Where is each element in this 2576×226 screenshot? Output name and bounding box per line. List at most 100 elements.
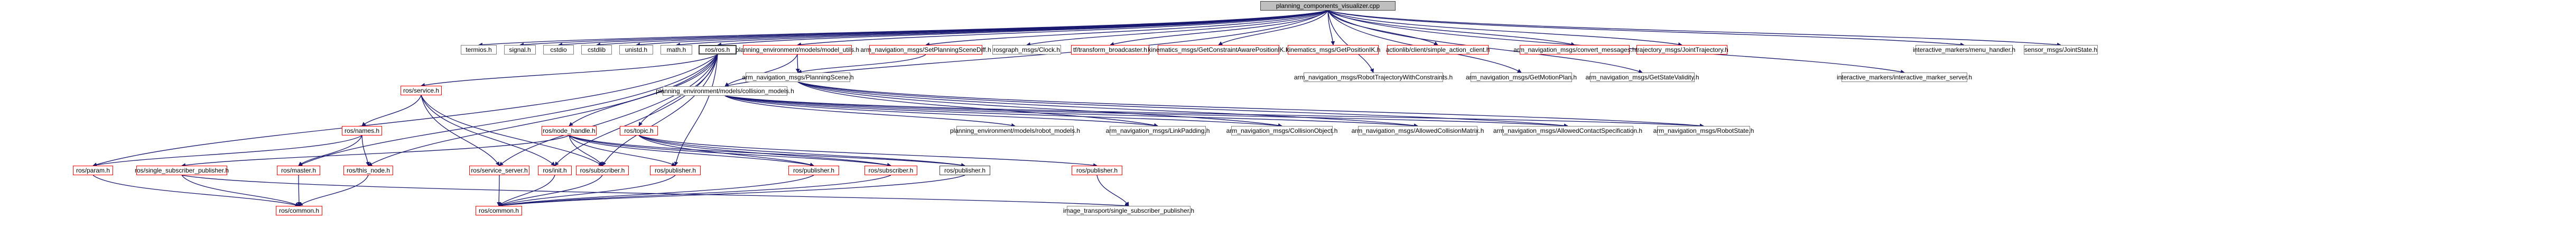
graph-node[interactable]: ros/names.h: [342, 126, 382, 135]
graph-edge: [498, 175, 965, 208]
graph-node[interactable]: interactive_markers/interactive_marker_s…: [1836, 73, 1973, 82]
graph-node[interactable]: arm_navigation_msgs/GetStateValidity.h: [1585, 73, 1699, 82]
graph-node[interactable]: arm_navigation_msgs/AllowedContactSpecif…: [1493, 126, 1643, 135]
graph-edge: [724, 95, 1418, 128]
graph-edge: [797, 82, 1418, 128]
graph-edge: [181, 175, 1129, 208]
graph-edge: [569, 135, 676, 166]
graph-edge: [1327, 10, 1682, 47]
graph-edge: [569, 135, 603, 166]
graph-edge: [498, 175, 603, 206]
graph-edge: [638, 135, 1098, 168]
graph-edge: [1327, 10, 1965, 47]
graph-node[interactable]: math.h: [661, 45, 692, 55]
graph-node[interactable]: planning_environment/models/model_utils.…: [735, 45, 860, 55]
graph-node[interactable]: trajectory_msgs/JointTrajectory.h: [1635, 45, 1728, 55]
graph-node[interactable]: ros/publisher.h: [1072, 166, 1122, 175]
graph-node[interactable]: ros/ros.h: [699, 45, 737, 55]
graph-node[interactable]: ros/this_node.h: [343, 166, 393, 175]
graph-node[interactable]: sensor_msgs/JointState.h: [2024, 45, 2098, 55]
graph-edge: [421, 95, 500, 166]
graph-node[interactable]: ros/publisher.h: [650, 166, 701, 175]
graph-edge: [1327, 10, 1335, 46]
graph-node[interactable]: arm_navigation_msgs/GetMotionPlan.h: [1465, 73, 1577, 82]
graph-root-node[interactable]: planning_components_visualizer.cpp: [1260, 1, 1396, 11]
graph-node[interactable]: arm_navigation_msgs/RobotTrajectoryWithC…: [1294, 73, 1453, 82]
graph-node[interactable]: planning_environment/models/collision_mo…: [656, 86, 794, 96]
graph-node[interactable]: ros/subscriber.h: [864, 166, 917, 175]
graph-edge: [421, 54, 718, 87]
graph-node[interactable]: arm_navigation_msgs/LinkPadding.h: [1105, 126, 1210, 135]
graph-node[interactable]: ros/common.h: [476, 206, 522, 215]
graph-edge: [569, 135, 891, 167]
graph-node[interactable]: kinematics_msgs/GetConstraintAwarePositi…: [1148, 45, 1289, 55]
graph-edge: [92, 135, 362, 167]
graph-edge: [498, 175, 814, 207]
graph-edge: [797, 82, 1568, 128]
graph-edge: [368, 54, 718, 166]
graph-edge: [674, 54, 718, 166]
graph-edge: [1327, 10, 1438, 46]
graph-node[interactable]: rosgraph_msgs/Clock.h: [992, 45, 1061, 55]
graph-node[interactable]: ros/publisher.h: [788, 166, 839, 175]
graph-node[interactable]: tf/transform_broadcaster.h: [1071, 45, 1149, 55]
graph-node[interactable]: arm_navigation_msgs/CollisionObject.h: [1226, 126, 1338, 135]
graph-edge: [1327, 10, 2061, 47]
graph-edge: [1327, 10, 1643, 74]
graph-edge: [181, 175, 300, 206]
graph-node[interactable]: arm_navigation_msgs/RobotState.h: [1653, 126, 1754, 135]
graph-edge: [925, 10, 1328, 47]
graph-edge: [602, 54, 718, 166]
graph-node[interactable]: actionlib/client/simple_action_client.h: [1385, 45, 1490, 55]
graph-edge: [558, 10, 1328, 47]
graph-edge: [1327, 10, 1522, 73]
graph-node[interactable]: ros/node_handle.h: [542, 126, 597, 135]
graph-edge: [498, 175, 555, 206]
graph-edge: [498, 175, 676, 207]
graph-edge: [1327, 10, 1905, 74]
graph-node[interactable]: signal.h: [504, 45, 536, 55]
graph-node[interactable]: ros/master.h: [277, 166, 320, 175]
graph-node[interactable]: ros/subscriber.h: [576, 166, 629, 175]
graph-node[interactable]: cstdlib: [581, 45, 612, 55]
graph-node[interactable]: ros/init.h: [538, 166, 572, 175]
graph-edge: [638, 135, 891, 167]
graph-edge: [717, 10, 1328, 47]
graph-node[interactable]: arm_navigation_msgs/SetPlanningSceneDiff…: [860, 45, 991, 55]
graph-node[interactable]: interactive_markers/menu_handler.h: [1912, 45, 2016, 55]
graph-node[interactable]: ros/param.h: [73, 166, 113, 175]
graph-node[interactable]: cstdio: [543, 45, 574, 55]
graph-edge: [1096, 175, 1129, 206]
graph-node[interactable]: ros/topic.h: [620, 126, 658, 135]
graph-node[interactable]: arm_navigation_msgs/PlanningScene.h: [742, 73, 854, 82]
graph-node[interactable]: ros/single_subscriber_publisher.h: [134, 166, 229, 175]
graph-edge: [181, 135, 570, 167]
graph-node[interactable]: arm_navigation_msgs/convert_messages.h: [1513, 45, 1636, 55]
graph-edge: [1327, 10, 1374, 73]
graph-node[interactable]: image_transport/single_subscriber_publis…: [1063, 206, 1195, 215]
graph-edge: [724, 95, 1016, 128]
graph-node[interactable]: arm_navigation_msgs/AllowedCollisionMatr…: [1351, 126, 1484, 135]
graph-edge: [797, 82, 1282, 128]
graph-node[interactable]: kinematics_msgs/GetPositionIK.h: [1286, 45, 1381, 55]
graph-node[interactable]: termios.h: [461, 45, 497, 55]
graph-node[interactable]: ros/service_server.h: [469, 166, 529, 175]
graph-node[interactable]: ros/common.h: [276, 206, 322, 215]
graph-edge: [569, 135, 965, 167]
graph-edge: [1026, 10, 1328, 47]
graph-edge: [92, 54, 718, 167]
graph-node[interactable]: unistd.h: [619, 45, 653, 55]
graph-edge: [421, 95, 555, 166]
graph-edge: [499, 54, 718, 166]
graph-edge: [361, 135, 370, 166]
graph-edge: [724, 95, 1282, 128]
graph-node[interactable]: ros/service.h: [401, 86, 442, 95]
graph-node[interactable]: ros/publisher.h: [940, 166, 990, 175]
graph-edge: [299, 175, 369, 206]
graph-edge: [724, 95, 1158, 128]
graph-edge: [1218, 10, 1328, 46]
graph-node[interactable]: planning_environment/models/robot_models…: [950, 126, 1081, 135]
graph-edge: [724, 95, 1704, 128]
graph-edge: [361, 95, 422, 126]
